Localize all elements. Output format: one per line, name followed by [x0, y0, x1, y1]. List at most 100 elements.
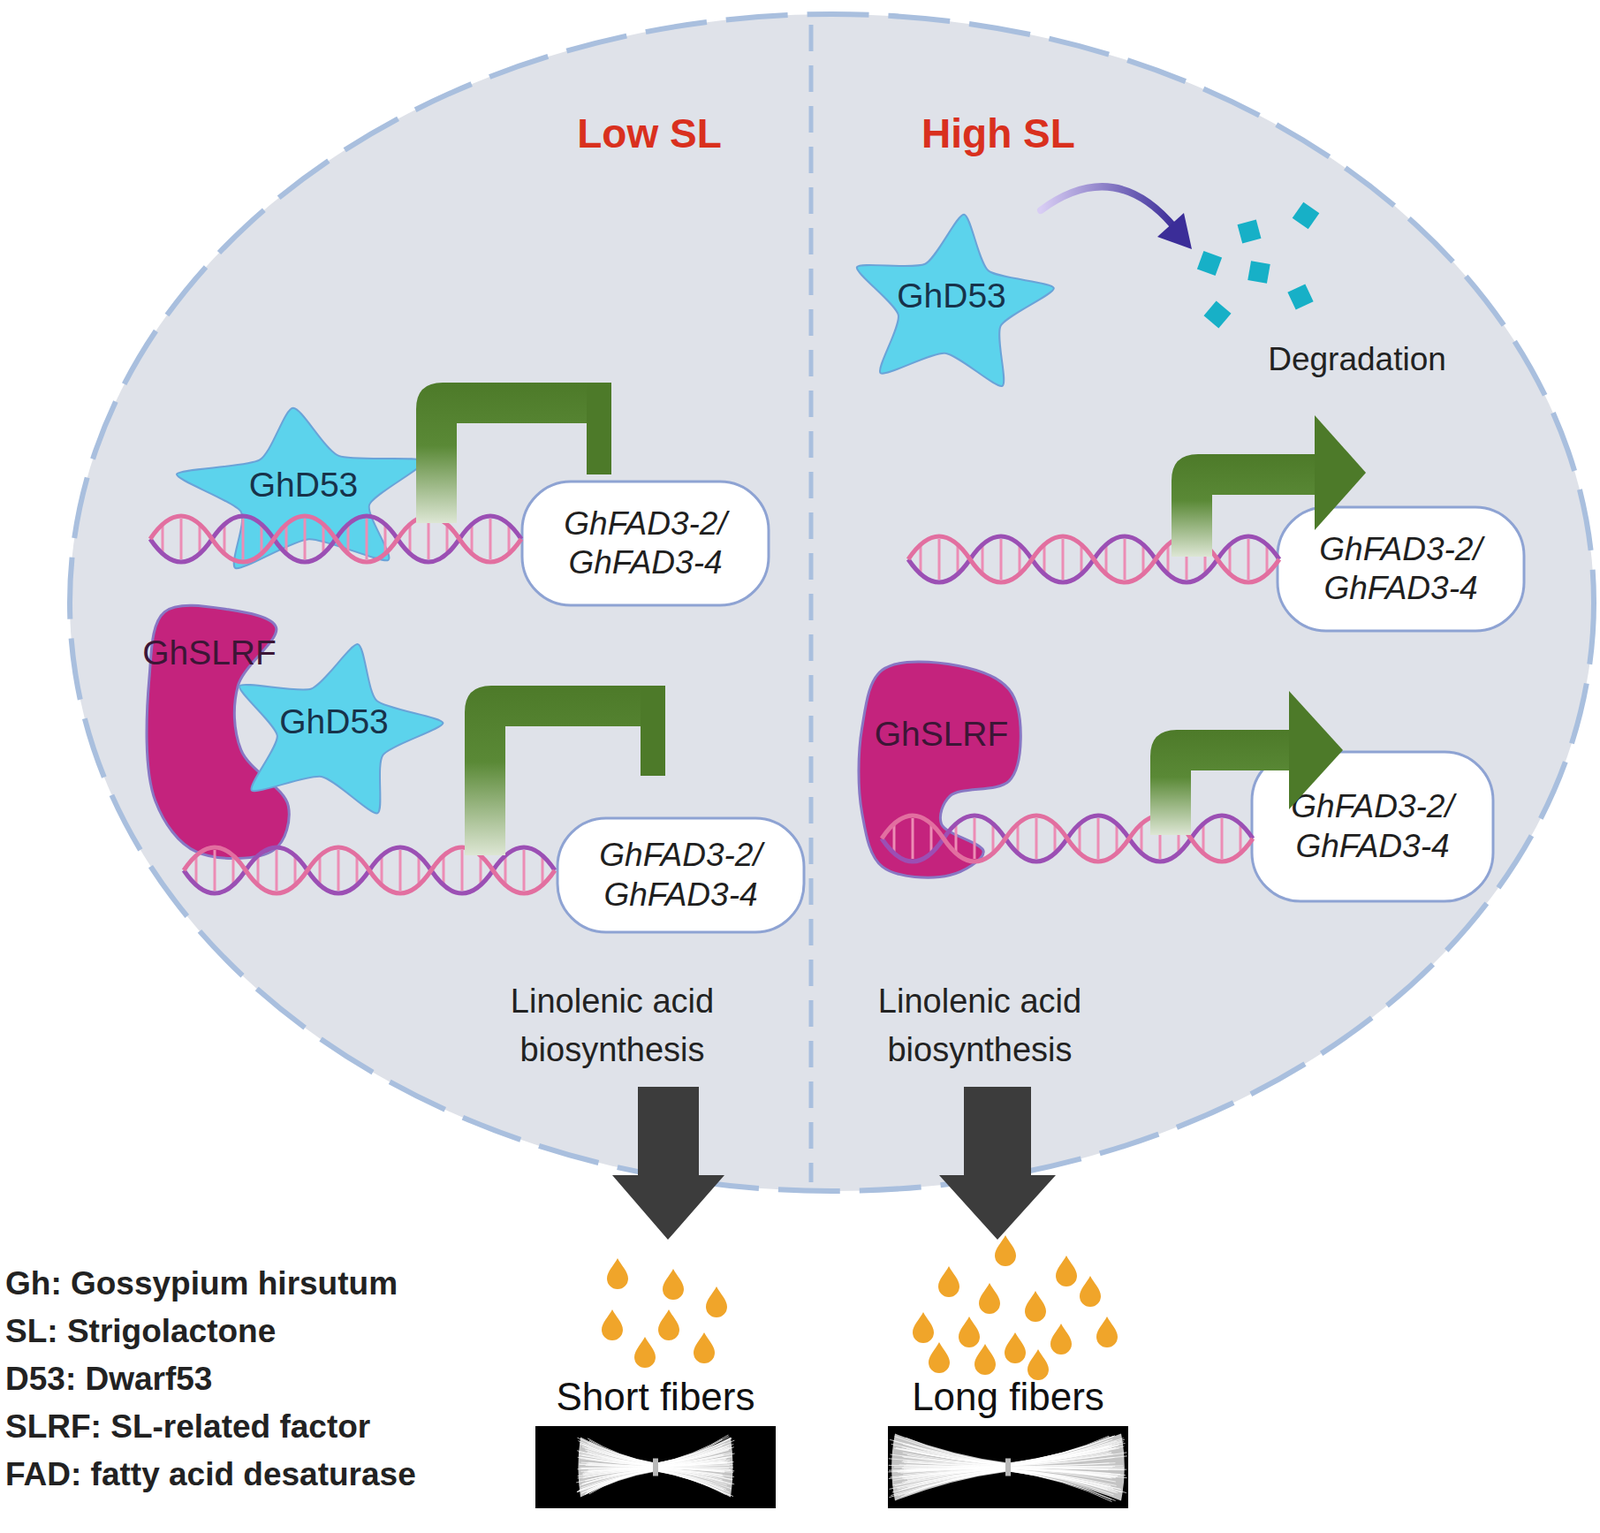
dna-helix: [908, 536, 1280, 583]
droplet: [1024, 1290, 1047, 1322]
abbreviation-definition: FAD: fatty acid desaturase: [5, 1451, 554, 1498]
fiber-strand: [588, 1447, 656, 1464]
repression-bar: [640, 685, 666, 776]
abbreviation-definition: SLRF: SL-related factor: [5, 1403, 554, 1450]
droplet: [662, 1268, 684, 1300]
fiber-strand: [1008, 1439, 1113, 1465]
droplet: [693, 1332, 715, 1364]
arrow-head: [1157, 212, 1192, 250]
fragment: [1247, 260, 1270, 283]
panel-divider: [809, 24, 814, 1183]
fiber-strand: [655, 1470, 727, 1494]
down-arrow: [612, 1086, 725, 1240]
gene-box-outline: [555, 816, 806, 934]
fiber-strand: [577, 1468, 656, 1479]
promoter-arrow: [1171, 454, 1317, 557]
panel-heading: Low SL: [543, 106, 756, 163]
fiber-strand: [1008, 1456, 1115, 1466]
promoter-arrow: [416, 382, 587, 524]
gene-box: GhFAD3-2/ GhFAD3-4: [555, 816, 806, 934]
repression-bar: [586, 382, 612, 475]
fiber-clamp: [1005, 1458, 1011, 1477]
down-arrow: [612, 1086, 1056, 1240]
gene-label: GhFAD3-2/ GhFAD3-4: [1267, 750, 1478, 903]
fiber-bundle: [887, 1433, 1127, 1502]
droplet: [974, 1343, 996, 1375]
fiber-strand: [655, 1467, 734, 1472]
fiber-strand: [903, 1465, 1009, 1467]
fiber-label: Long fibers: [879, 1371, 1138, 1423]
pill-shape: [1251, 751, 1494, 902]
fiber-strand: [1008, 1467, 1127, 1470]
protein-blob: GhSLRF: [143, 601, 296, 857]
fiber-mass: [577, 1437, 656, 1498]
protein-star: GhD53: [167, 393, 440, 577]
droplet: [705, 1286, 728, 1318]
fiber-photo-background: [535, 1425, 776, 1509]
dna-helix: [150, 515, 1280, 894]
pathway-label: Linolenic acid biosynthesis: [488, 971, 736, 1080]
fragment: [1197, 250, 1222, 276]
fiber-strand: [655, 1470, 729, 1493]
fiber-strand: [1008, 1468, 1116, 1479]
fiber-strand: [888, 1467, 1009, 1471]
droplet: [606, 1258, 629, 1290]
fiber-strand: [896, 1469, 1009, 1489]
gene-box-outline: [1250, 750, 1495, 903]
fiber-bundle: [576, 1434, 735, 1497]
fiber-strand: [577, 1467, 656, 1470]
pill-shape: [522, 481, 769, 606]
fiber-strand: [1008, 1445, 1109, 1464]
droplet: [978, 1282, 1001, 1314]
protein-label: GhSLRF: [856, 707, 1026, 761]
panel-heading: High SL: [883, 106, 1114, 163]
gene-box: GhFAD3-2/ GhFAD3-4: [520, 479, 771, 607]
protein-label: GhD53: [841, 198, 1062, 394]
droplet: [928, 1342, 950, 1373]
fiber-strand: [655, 1470, 722, 1493]
fiber-strand: [655, 1448, 731, 1465]
fragment: [1237, 219, 1262, 244]
gene-label: GhFAD3-2/ GhFAD3-4: [538, 479, 753, 607]
promoter-arrow: [464, 685, 641, 856]
fiber-strand: [578, 1469, 656, 1491]
droplet: [912, 1311, 934, 1343]
down-arrow: [939, 1086, 1056, 1240]
pathway-label: Linolenic acid biosynthesis: [856, 971, 1104, 1080]
droplet: [1096, 1316, 1118, 1348]
fiber-strand: [579, 1456, 656, 1466]
gene-label: GhFAD3-2/ GhFAD3-4: [1293, 505, 1509, 633]
fiber-image: Short fibers: [526, 1371, 785, 1509]
droplet: [1079, 1275, 1101, 1307]
fiber-strand: [577, 1456, 656, 1466]
blob-shape: [858, 661, 1021, 878]
repressed-promoter-arrow: [416, 382, 666, 856]
abbreviation-definition: Gh: Gossypium hirsutum: [5, 1260, 554, 1307]
gene-box-outline: [1275, 505, 1526, 633]
fiber-strand: [655, 1457, 728, 1466]
droplet: [1004, 1332, 1026, 1364]
cell-ellipse: Low SLHigh SLGhD53GhD53GhFAD3-2/ GhFAD3-…: [66, 10, 1598, 1195]
fiber-mass: [891, 1433, 1009, 1502]
fiber-strand: [1008, 1440, 1117, 1464]
dna-helix: [881, 815, 1253, 862]
curved-arrow: [1040, 186, 1176, 228]
droplet: [634, 1336, 656, 1368]
fiber-strand: [902, 1452, 1009, 1466]
dna-helix: [150, 515, 522, 562]
protein-blob-outline: [856, 663, 1026, 878]
fiber-strand: [655, 1453, 735, 1466]
fiber-strand: [1008, 1455, 1128, 1466]
protein-blob: GhSLRF: [856, 663, 1026, 878]
abbreviation-definition: SL: Strigolactone: [5, 1308, 554, 1355]
fiber-strand: [1008, 1465, 1123, 1467]
fiber-strand: [889, 1439, 1009, 1464]
cell-membrane: [69, 14, 1594, 1191]
fiber-strand: [1008, 1439, 1125, 1464]
droplet: [601, 1309, 623, 1341]
promoter-arrow: [1150, 729, 1291, 835]
fiber-image: Long fibers: [879, 1371, 1138, 1509]
dna-helix: [183, 847, 555, 894]
